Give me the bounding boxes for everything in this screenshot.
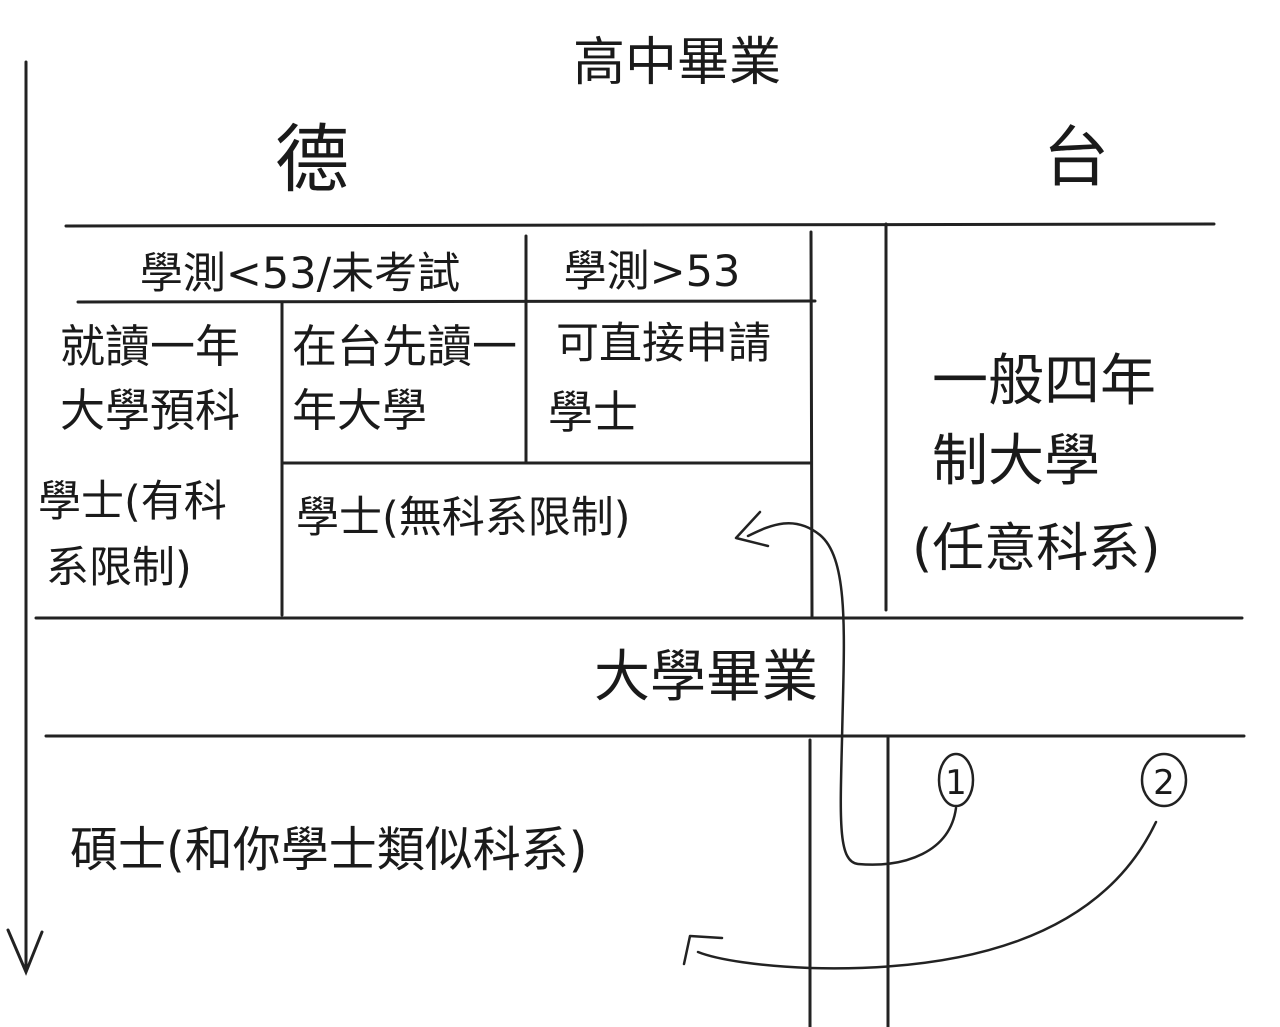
test-score-high: 學測>53 [564,247,741,297]
taiwan-year-line-1: 在台先讀一 [292,320,517,373]
title-high-school-graduation: 高中畢業 [573,33,781,93]
path-arrow-2-head [682,934,724,966]
path-arrow-1-head [734,510,770,548]
prep-year-line-1: 就讀一年 [60,320,240,373]
taiwan-university-line-1: 一般四年 [932,349,1156,414]
taiwan-year-line-2: 年大學 [292,384,427,437]
taiwan-university-line-2: 制大學 [932,429,1100,494]
marker-number-2: 2 [1153,763,1175,803]
divider-test-row [76,299,817,304]
marker-number-1: 1 [945,763,967,803]
prep-year-line-2: 大學預科 [60,384,240,437]
direct-apply-line-2: 學士 [548,386,638,439]
university-graduation: 大學畢業 [594,645,818,710]
bachelor-restricted-line-1: 學士(有科 [38,477,227,527]
divider-germany-right [809,230,814,619]
marker-circle-1 [937,752,975,808]
column-taiwan: 台 [1043,119,1109,196]
master-degree: 碩士(和你學士類似科系) [70,822,587,878]
test-score-low: 學測<53/未考試 [140,249,460,299]
taiwan-university-line-3: (任意科系) [912,519,1161,579]
direct-apply-line-1: 可直接申請 [556,319,771,369]
path-arrow-1 [746,522,958,866]
divider-top [64,222,1216,228]
bachelor-restricted-line-2: 系限制) [46,543,192,593]
marker-circle-2 [1140,752,1188,808]
path-arrow-2 [696,820,1158,970]
bachelor-unrestricted: 學士(無科系限制) [296,493,631,543]
timeline-arrow-head [6,928,44,976]
column-germany: 德 [275,117,349,203]
